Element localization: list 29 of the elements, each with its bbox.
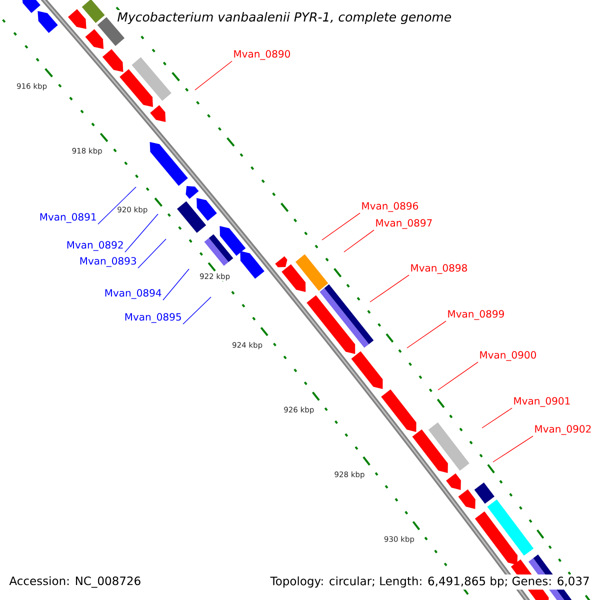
gene-label: Mvan_0897 <box>376 219 432 229</box>
gene-label: Mvan_0890 <box>234 50 290 60</box>
leader-line <box>138 238 166 268</box>
gene-label: Mvan_0900 <box>480 351 536 361</box>
accession-text: Accession: NC_008726 <box>7 574 144 590</box>
genome-stats-text: Topology: circular; Length: 6,491,865 bp; Genes: 6,037 <box>268 574 592 590</box>
gene-label: Mvan_0899 <box>448 310 504 320</box>
gene-label: Mvan_0893 <box>80 257 136 267</box>
leader-line <box>370 274 410 302</box>
gene-label: Mvan_0894 <box>105 289 162 299</box>
leader-line <box>492 436 534 462</box>
gene-label: Mvan_0898 <box>411 264 467 274</box>
gene-label: Mvan_0901 <box>514 397 570 407</box>
gene-label: Mvan_0895 <box>125 313 181 323</box>
leader-line <box>438 362 478 390</box>
leader-line <box>194 60 232 90</box>
leader-line <box>344 230 374 252</box>
gene-label: Mvan_0892 <box>67 241 123 251</box>
gene-label: Mvan_0896 <box>362 202 418 212</box>
leader-line <box>322 212 360 240</box>
gene-label: Mvan_0891 <box>40 213 96 223</box>
gene-label: Mvan_0902 <box>535 425 591 435</box>
leader-line <box>182 296 212 324</box>
leader-line <box>98 186 136 224</box>
leader-line <box>124 214 158 252</box>
leader-line <box>162 268 190 300</box>
leader-line <box>482 408 512 428</box>
genome-title: Mycobacterium vanbaalenii PYR-1, complete genome <box>115 10 454 26</box>
leader-line <box>406 320 446 348</box>
